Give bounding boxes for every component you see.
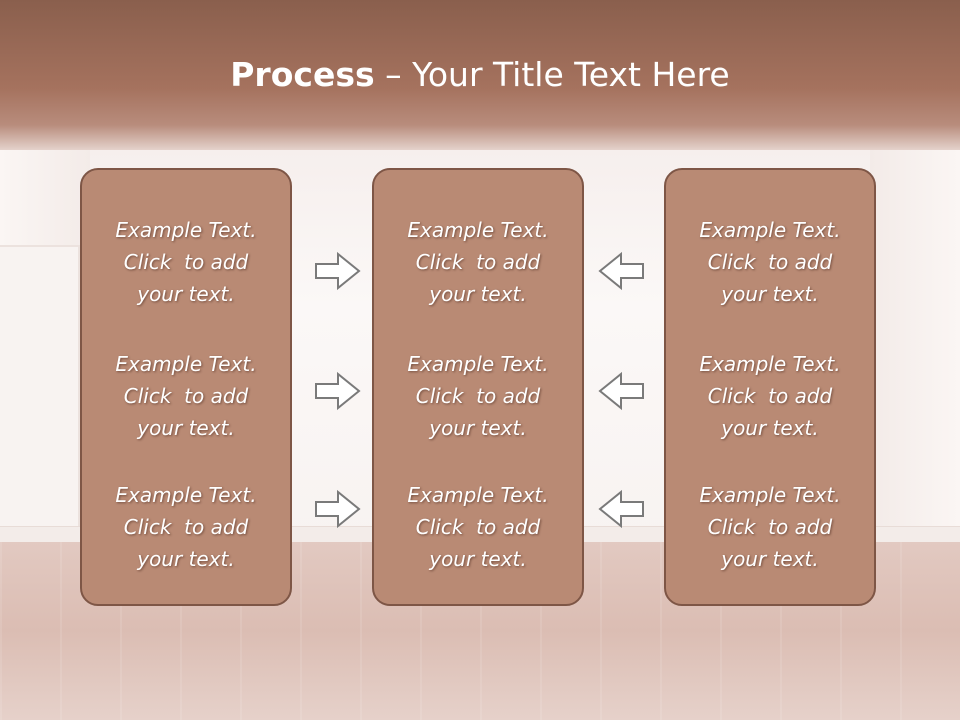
text-line: Example Text.: [115, 483, 257, 507]
title-rest: – Your Title Text Here: [374, 55, 730, 94]
text-line: your text.: [137, 282, 235, 306]
text-line: Example Text.: [699, 483, 841, 507]
ceiling-background: [0, 0, 960, 160]
text-line: Click to add: [707, 384, 833, 408]
text-placeholder[interactable]: Example Text. Click to add your text.: [666, 479, 874, 575]
process-panel-center[interactable]: Example Text. Click to add your text. Ex…: [372, 168, 584, 606]
arrow-left-icon[interactable]: [597, 489, 645, 529]
text-line: Example Text.: [115, 218, 257, 242]
arrow-left-icon[interactable]: [597, 371, 645, 411]
text-line: your text.: [429, 282, 527, 306]
text-line: Click to add: [707, 515, 833, 539]
text-line: Example Text.: [407, 218, 549, 242]
text-line: Click to add: [123, 515, 249, 539]
text-line: your text.: [721, 282, 819, 306]
text-line: your text.: [429, 547, 527, 571]
text-line: Click to add: [415, 250, 541, 274]
text-placeholder[interactable]: Example Text. Click to add your text.: [374, 348, 582, 444]
text-placeholder[interactable]: Example Text. Click to add your text.: [82, 479, 290, 575]
text-line: your text.: [721, 416, 819, 440]
text-line: Example Text.: [699, 218, 841, 242]
text-placeholder[interactable]: Example Text. Click to add your text.: [82, 348, 290, 444]
text-placeholder[interactable]: Example Text. Click to add your text.: [666, 348, 874, 444]
text-line: Example Text.: [115, 352, 257, 376]
text-line: your text.: [137, 547, 235, 571]
text-placeholder[interactable]: Example Text. Click to add your text.: [82, 214, 290, 310]
text-line: Example Text.: [699, 352, 841, 376]
text-line: Click to add: [123, 250, 249, 274]
text-placeholder[interactable]: Example Text. Click to add your text.: [374, 479, 582, 575]
text-line: your text.: [721, 547, 819, 571]
text-line: Click to add: [415, 515, 541, 539]
text-placeholder[interactable]: Example Text. Click to add your text.: [666, 214, 874, 310]
text-placeholder[interactable]: Example Text. Click to add your text.: [374, 214, 582, 310]
arrow-right-icon[interactable]: [314, 489, 362, 529]
text-line: your text.: [429, 416, 527, 440]
text-line: Click to add: [415, 384, 541, 408]
slide-title[interactable]: Process – Your Title Text Here: [0, 52, 960, 98]
text-line: Click to add: [707, 250, 833, 274]
title-strong: Process: [230, 55, 375, 94]
process-panel-right[interactable]: Example Text. Click to add your text. Ex…: [664, 168, 876, 606]
arrow-right-icon[interactable]: [314, 251, 362, 291]
arrow-right-icon[interactable]: [314, 371, 362, 411]
text-line: your text.: [137, 416, 235, 440]
text-line: Example Text.: [407, 352, 549, 376]
process-panel-left[interactable]: Example Text. Click to add your text. Ex…: [80, 168, 292, 606]
text-line: Click to add: [123, 384, 249, 408]
arrow-left-icon[interactable]: [597, 251, 645, 291]
text-line: Example Text.: [407, 483, 549, 507]
